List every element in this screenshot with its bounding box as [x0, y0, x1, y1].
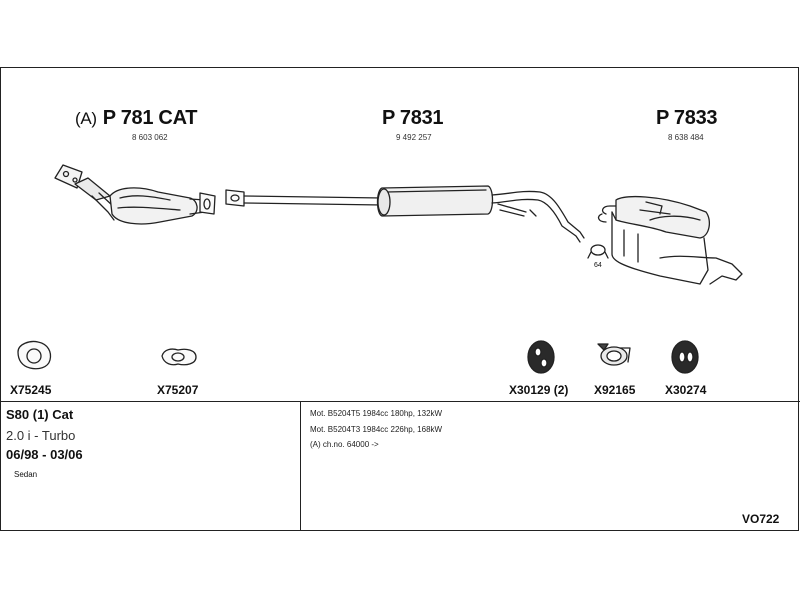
engine-note: Mot. B5204T3 1984cc 226hp, 168kW	[310, 425, 443, 434]
part-catalyst-label: (A) P 781 CAT	[75, 107, 197, 130]
accessory-code: X75207	[157, 383, 199, 397]
rubber-mount-x30129-drawing	[527, 340, 555, 374]
clamp-x92165-drawing	[597, 343, 631, 366]
part-rear-silencer-oem: 8 638 484	[668, 133, 704, 142]
divider-horizontal	[0, 401, 800, 402]
clamp-label: 64	[594, 262, 602, 269]
part-catalyst-code: P 781 CAT	[102, 107, 198, 129]
vehicle-body: Sedan	[14, 470, 38, 479]
diagram-frame	[0, 67, 799, 531]
chassis-note: (A) ch.no. 64000 ->	[310, 440, 379, 449]
pipe-flange-drawing	[225, 189, 245, 207]
part-catalyst-prefix: (A)	[75, 109, 97, 128]
clamp-64-drawing	[587, 244, 609, 259]
catalytic-converter-drawing	[54, 164, 216, 225]
middle-silencer-drawing	[243, 185, 585, 243]
part-middle-silencer-oem: 9 492 257	[396, 133, 432, 142]
accessory-code: X75245	[10, 383, 52, 397]
gasket-x75207-drawing	[161, 348, 197, 366]
engine-note: Mot. B5204T5 1984cc 180hp, 132kW	[310, 409, 443, 418]
accessory-code: X30274	[665, 383, 707, 397]
part-middle-silencer-code: P 7831	[382, 107, 444, 129]
vehicle-engine: 2.0 i - Turbo	[6, 428, 76, 443]
vehicle-dates: 06/98 - 03/06	[6, 447, 83, 462]
part-catalyst-oem: 8 603 062	[132, 133, 168, 142]
accessory-code: X30129 (2)	[509, 383, 569, 397]
accessory-code: X92165	[594, 383, 636, 397]
divider-vertical	[300, 402, 301, 531]
part-rear-silencer-code: P 7833	[656, 107, 718, 129]
rubber-mount-x30274-drawing	[671, 340, 699, 374]
gasket-x75245-drawing	[17, 340, 52, 370]
rear-silencer-drawing	[597, 196, 743, 285]
vehicle-model: S80 (1) Cat	[6, 407, 74, 422]
diagram-reference: VO722	[742, 512, 780, 526]
